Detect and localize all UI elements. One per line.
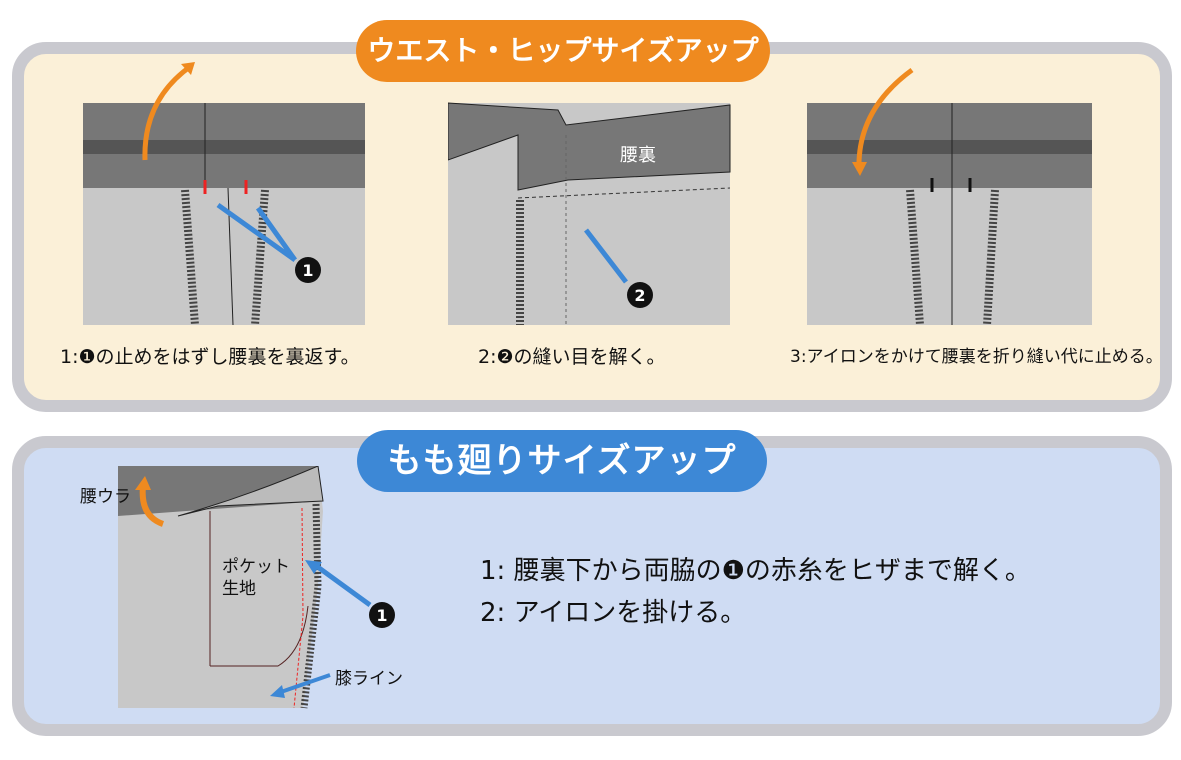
thigh-title: もも廻りサイズアップ xyxy=(357,430,767,492)
diagram-thigh xyxy=(118,466,324,709)
thigh-arrows: 1 xyxy=(270,560,395,698)
pocket-label: ポケット xyxy=(222,557,290,577)
thigh-step1: 1: 腰裏下から両脇の❶の赤糸をヒザまで解く。 xyxy=(480,556,1031,586)
waist-hip-title: ウエスト・ヒップサイズアップ xyxy=(356,20,770,82)
diagram-step3 xyxy=(807,67,1092,326)
knee-line-label: 膝ライン xyxy=(335,669,403,689)
pocket-fabric-label: 生地 xyxy=(222,579,256,599)
svg-text:1: 1 xyxy=(376,606,387,625)
waist-back-label: 腰ウラ xyxy=(80,487,131,507)
caption-step3: 3:アイロンをかけて腰裏を折り縫い代に止める。 xyxy=(790,347,1163,367)
thigh-step2: 2: アイロンを掛ける。 xyxy=(480,598,747,628)
caption-step1: 1:❶の止めをはずし腰裏を裏返す。 xyxy=(60,346,360,368)
caption-step2: 2:❷の縫い目を解く。 xyxy=(478,346,666,368)
